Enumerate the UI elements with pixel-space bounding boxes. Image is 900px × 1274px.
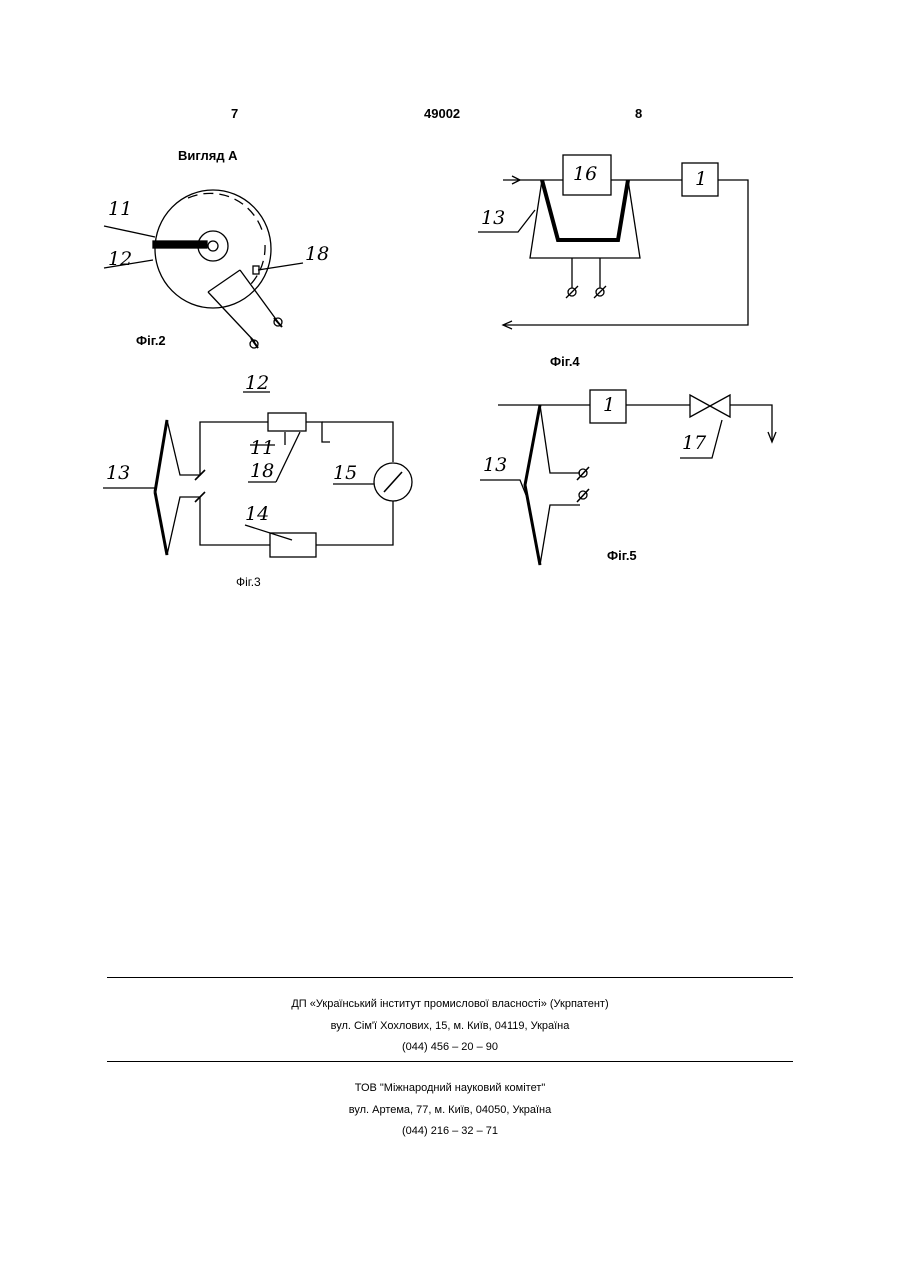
fig2-view-label: Вигляд А xyxy=(178,148,238,163)
fig5-leader-13 xyxy=(480,480,526,495)
fig5-outlet xyxy=(730,405,772,440)
fig3-box-14 xyxy=(270,533,316,557)
fig2-leader-18 xyxy=(258,263,303,270)
fig2-label-18: 18 xyxy=(305,243,329,265)
org1-address: вул. Сім'ї Хохлових, 15, м. Київ, 04119,… xyxy=(0,1020,900,1032)
fig2-label-11: 11 xyxy=(108,198,132,220)
footer-rule-top xyxy=(107,977,793,978)
fig2-caption: Фіг.2 xyxy=(136,333,166,348)
fig2-label-12: 12 xyxy=(108,248,132,270)
fig5-label-13: 13 xyxy=(483,454,507,476)
fig4-caption: Фіг.4 xyxy=(550,354,580,369)
fig3-label-12: 12 xyxy=(245,372,269,394)
fig3-sensor-box xyxy=(268,413,306,431)
fig3-leader-18 xyxy=(276,432,300,482)
fig3-label-14: 14 xyxy=(245,503,269,525)
fig5-label-17: 17 xyxy=(682,432,706,454)
fig2-outer-disc xyxy=(155,190,271,308)
fig4-label-1: 1 xyxy=(695,168,707,190)
fig2-drawing xyxy=(104,190,303,348)
fig5-sensor-13 xyxy=(525,405,580,565)
fig2-leader-11 xyxy=(104,226,155,237)
fig2-lead-1 xyxy=(208,292,255,342)
org2-name: ТОВ "Міжнародний науковий комітет" xyxy=(0,1082,900,1094)
fig4-drawing xyxy=(478,155,748,329)
fig4-label-13: 13 xyxy=(481,207,505,229)
fig3-label-11: 11 xyxy=(250,437,274,459)
org2-address: вул. Артема, 77, м. Київ, 04050, Україна xyxy=(0,1104,900,1116)
fig2-strip xyxy=(153,241,207,248)
org1-name: ДП «Український інститут промислової вла… xyxy=(0,998,900,1010)
fig2-center xyxy=(208,241,218,251)
fig5-drawing xyxy=(480,390,776,565)
fig2-dashed-arc xyxy=(188,193,262,230)
footer-rule-middle xyxy=(107,1061,793,1062)
fig5-caption: Фіг.5 xyxy=(607,548,637,563)
fig3-right-wire xyxy=(322,422,393,462)
org1-phone: (044) 456 – 20 – 90 xyxy=(0,1041,900,1053)
fig2-lead-2 xyxy=(240,270,278,322)
fig3-return-wire xyxy=(316,501,393,545)
fig3-label-18: 18 xyxy=(250,460,274,482)
fig5-label-1: 1 xyxy=(603,394,615,416)
fig4-channel xyxy=(542,180,628,240)
fig3-label-13: 13 xyxy=(106,462,130,484)
fig4-label-16: 16 xyxy=(573,163,597,185)
fig5-valve-17 xyxy=(690,395,730,417)
figures-canvas xyxy=(0,0,900,620)
org2-phone: (044) 216 – 32 – 71 xyxy=(0,1125,900,1137)
fig3-caption: Фіг.3 xyxy=(236,575,261,589)
fig3-label-15: 15 xyxy=(333,462,357,484)
